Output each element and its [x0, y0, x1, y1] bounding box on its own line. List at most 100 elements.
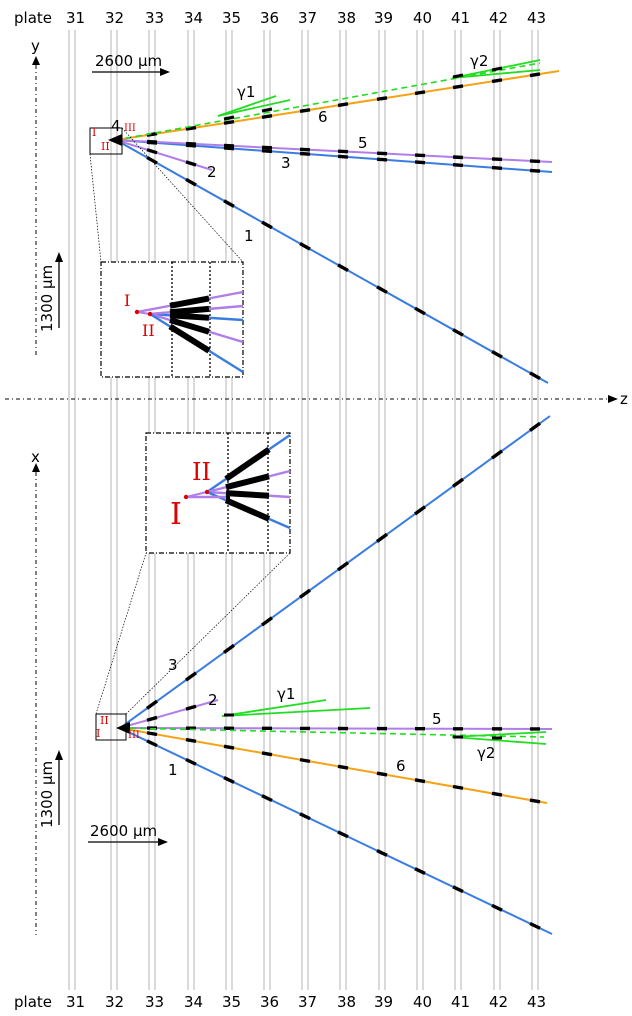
plate-label-40-bottom: 40 — [413, 993, 432, 1011]
track-3-bottom-segment — [452, 477, 464, 488]
plate-label-32: 32 — [105, 9, 124, 27]
gamma-label-1-bottom: γ1 — [277, 685, 295, 703]
track-6-top-segment — [185, 125, 197, 131]
plate-label-42-bottom: 42 — [489, 993, 508, 1011]
plate-label-39: 39 — [374, 9, 393, 27]
gamma-2-shower-bottom-b — [451, 731, 547, 738]
track-5-top-segment — [529, 159, 541, 164]
vertex-blob-top — [108, 134, 122, 146]
inset-bottom-segment-3 — [224, 497, 271, 522]
track-5-top-segment — [299, 147, 311, 152]
gamma-1-shower-bottom-b — [221, 707, 371, 717]
vertex-box-bottom — [95, 713, 127, 741]
track-3-top-segment — [529, 168, 541, 173]
plate-label-33: 33 — [145, 9, 164, 27]
inset-top-segment-3 — [169, 317, 210, 335]
track-1-bottom-segment — [146, 739, 158, 748]
z-axis: z — [5, 390, 628, 408]
plate-label-41-bottom: 41 — [451, 993, 470, 1011]
scale-bar-bottom-vertical: 1300 μm — [38, 750, 63, 828]
track-1-top-segment — [261, 220, 273, 230]
gamma-segment-top-1 — [261, 107, 273, 113]
track-3-top-segment — [299, 151, 311, 156]
inset-bottom-segment-2 — [225, 490, 270, 499]
track-5-top-segment — [491, 157, 503, 162]
track-6-bottom-segment — [414, 778, 426, 784]
vertex-label-III-small-bottom: III — [128, 730, 140, 741]
vertex-label-I-small-bottom: I — [96, 727, 100, 740]
track-5-top-segment — [146, 139, 158, 144]
gamma-2-shower-top-b — [451, 69, 541, 79]
gamma-line-top — [115, 62, 541, 141]
track-1-bottom-segment — [299, 812, 311, 821]
track-6-top-segment — [261, 114, 273, 119]
plate-label-37-bottom: 37 — [298, 993, 317, 1011]
track-label-6-top: 6 — [318, 108, 328, 126]
inset-top-segment-2 — [169, 305, 210, 316]
track-6-top-segment — [414, 90, 426, 96]
track-6-bottom-segment — [146, 731, 158, 737]
plate-word-top: plate — [14, 9, 52, 27]
track-3-bottom-segment — [146, 699, 158, 710]
track-labels-bottom: 1 2 3 5 6 γ1 γ2 — [168, 656, 495, 779]
track-label-6-bottom: 6 — [396, 757, 406, 775]
track-3-top-segment — [223, 146, 235, 151]
plate-label-33-bottom: 33 — [145, 993, 164, 1011]
gamma-1-shower-bottom-a — [221, 699, 327, 717]
track-6-bottom-segment — [223, 744, 235, 750]
track-1-top-segment — [376, 285, 388, 294]
track-1-bottom-segment — [376, 849, 388, 857]
track-1-bottom-segment — [414, 867, 426, 875]
track-3-top-segment — [337, 154, 349, 159]
vertex-inset-bottom — [145, 432, 291, 554]
track-3-top-segment — [414, 160, 426, 165]
plate-label-43: 43 — [527, 9, 546, 27]
inset-top-vertex-I — [134, 309, 140, 315]
vertex-labels-small-top: I II III — [92, 123, 136, 153]
track-1-bottom-segment — [491, 903, 503, 912]
track-5-top-segment — [337, 149, 349, 154]
track-1-top-segment — [299, 242, 311, 251]
inset-top-segment-0 — [169, 295, 210, 309]
track-1-top-segment — [414, 306, 426, 316]
track-1-bottom-segment — [185, 757, 197, 766]
vertex-label-III-small-top: III — [124, 123, 136, 134]
track-1-bottom-segment — [452, 885, 464, 894]
track-5-top-segment — [185, 141, 197, 146]
track-2-bottom-segment — [146, 715, 158, 722]
scale-bar-top-vertical: 1300 μm — [38, 252, 63, 332]
gamma-label-2-top: γ2 — [470, 52, 488, 70]
plate-label-34: 34 — [184, 9, 203, 27]
y-axis: y — [31, 37, 40, 355]
track-2-top-segment — [185, 160, 197, 167]
track-3-bottom-segment — [491, 449, 503, 460]
track-6-top-segment — [529, 72, 541, 78]
track-2-bottom — [119, 699, 219, 729]
track-3-top-segment — [452, 163, 464, 168]
tracks-bottom-view — [116, 415, 553, 935]
gamma-label-1-top: γ1 — [237, 83, 255, 101]
gamma-segment-top-0 — [223, 115, 235, 121]
track-1-bottom-segment — [529, 921, 541, 930]
plate-label-36: 36 — [260, 9, 279, 27]
track-label-1-bottom: 1 — [168, 761, 178, 779]
plate-grid — [68, 30, 539, 990]
track-6-bottom-segment — [491, 791, 503, 797]
scale-label-v-top: 1300 μm — [38, 265, 56, 332]
track-5-top-segment — [261, 145, 273, 150]
track-6-bottom-segment — [185, 737, 197, 744]
track-6-bottom-segment — [452, 784, 464, 790]
inset-bottom-segment-1 — [225, 473, 270, 491]
track-3-bottom-segment — [414, 505, 426, 516]
plate-label-36-bottom: 36 — [260, 993, 279, 1011]
track-3-top-segment — [491, 165, 503, 171]
plate-label-34-bottom: 34 — [184, 993, 203, 1011]
gamma-1-shower-top-a — [217, 99, 291, 117]
scale-label-h-bottom: 2600 μm — [90, 822, 157, 840]
inset-bottom-vertex-II — [204, 489, 210, 495]
vertex-labels-small-bottom: I II III — [96, 714, 140, 741]
z-axis-label: z — [620, 390, 628, 408]
inset-top-vertex-label-II: II — [142, 321, 155, 340]
scale-label-v-bottom: 1300 μm — [38, 761, 56, 828]
track-1-top-segment — [529, 371, 541, 380]
